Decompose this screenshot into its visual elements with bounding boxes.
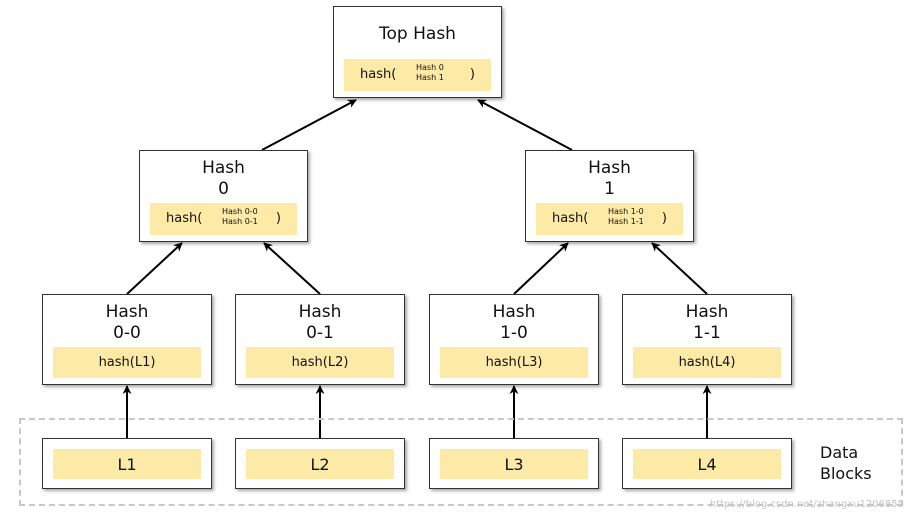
top-hash-formula: hash( Hash 0 Hash 1 ): [344, 59, 491, 91]
hash-0-0-title-line1: Hash: [105, 302, 149, 322]
hash-0-formula: hash( Hash 0-0 Hash 0-1 ): [150, 203, 297, 235]
top-hash-input-0: Hash 0: [416, 63, 444, 72]
data-blocks-region: [19, 418, 903, 506]
data-blocks-label-line1: Data: [820, 443, 859, 462]
hash-1-1-node: Hash 1-1 hash(L4): [622, 294, 792, 385]
leaf-l2-node: L2: [235, 438, 405, 489]
edge-hash0-to-top: [261, 99, 357, 151]
top-hash-inputs: Hash 0 Hash 1: [416, 63, 444, 83]
hash-0-input-1: Hash 0-1: [222, 217, 258, 226]
hash-0-fn: hash(: [166, 211, 203, 226]
top-hash-fn: hash(: [360, 67, 397, 82]
hash-1-input-1: Hash 1-1: [608, 217, 644, 226]
hash-0-1-title-line2: 0-1: [306, 323, 334, 343]
top-hash-title: Top Hash: [379, 24, 456, 44]
edge-hash11-to-hash1: [651, 242, 708, 295]
leaf-l4-label: L4: [633, 449, 781, 479]
edge-hash1-to-top: [477, 99, 573, 151]
hash-1-0-title-line1: Hash: [492, 302, 536, 322]
hash-1-0-node: Hash 1-0 hash(L3): [429, 294, 599, 385]
edge-hash10-to-hash1: [513, 242, 569, 295]
hash-1-inputs: Hash 1-0 Hash 1-1: [608, 207, 644, 227]
edge-hash01-to-hash0: [263, 242, 321, 295]
leaf-l1-node: L1: [42, 438, 212, 489]
leaf-l1-label: L1: [53, 449, 201, 479]
leaf-l2-label: L2: [246, 449, 394, 479]
hash-0-inputs: Hash 0-0 Hash 0-1: [222, 207, 258, 227]
hash-1-formula: hash( Hash 1-0 Hash 1-1 ): [536, 203, 683, 235]
leaf-l3-node: L3: [429, 438, 599, 489]
hash-1-0-title-line2: 1-0: [500, 323, 528, 343]
hash-1-input-0: Hash 1-0: [608, 207, 644, 216]
top-hash-node: Top Hash hash( Hash 0 Hash 1 ): [333, 6, 502, 98]
hash-1-title-line1: Hash: [588, 158, 631, 178]
hash-0-0-title-line2: 0-0: [113, 323, 141, 343]
hash-1-title-line2: 1: [604, 179, 615, 199]
hash-0-1-title-line1: Hash: [298, 302, 342, 322]
hash-1-close: ): [661, 211, 667, 226]
hash-0-0-value: hash(L1): [53, 347, 201, 378]
hash-1-1-title-line2: 1-1: [693, 323, 721, 343]
hash-1-0-value: hash(L3): [440, 347, 588, 378]
watermark: https://blog.csdn.net/zhangxu1206855: [709, 499, 904, 510]
hash-1-fn: hash(: [552, 211, 589, 226]
top-hash-close: ): [469, 67, 475, 82]
data-blocks-label-line2: Blocks: [820, 464, 872, 483]
hash-0-close: ): [275, 211, 281, 226]
hash-1-1-value: hash(L4): [633, 347, 781, 378]
leaf-l4-node: L4: [622, 438, 792, 489]
leaf-l3-label: L3: [440, 449, 588, 479]
hash-0-input-0: Hash 0-0: [222, 207, 258, 216]
hash-0-0-node: Hash 0-0 hash(L1): [42, 294, 212, 385]
data-blocks-label: Data Blocks: [820, 442, 872, 484]
edge-hash00-to-hash0: [126, 242, 183, 295]
hash-0-1-value: hash(L2): [246, 347, 394, 378]
hash-0-node: Hash 0 hash( Hash 0-0 Hash 0-1 ): [139, 150, 308, 242]
hash-0-1-node: Hash 0-1 hash(L2): [235, 294, 405, 385]
top-hash-input-1: Hash 1: [416, 73, 444, 82]
hash-1-1-title-line1: Hash: [685, 302, 729, 322]
hash-0-title-line1: Hash: [202, 158, 245, 178]
hash-0-title-line2: 0: [218, 179, 229, 199]
hash-1-node: Hash 1 hash( Hash 1-0 Hash 1-1 ): [525, 150, 694, 242]
